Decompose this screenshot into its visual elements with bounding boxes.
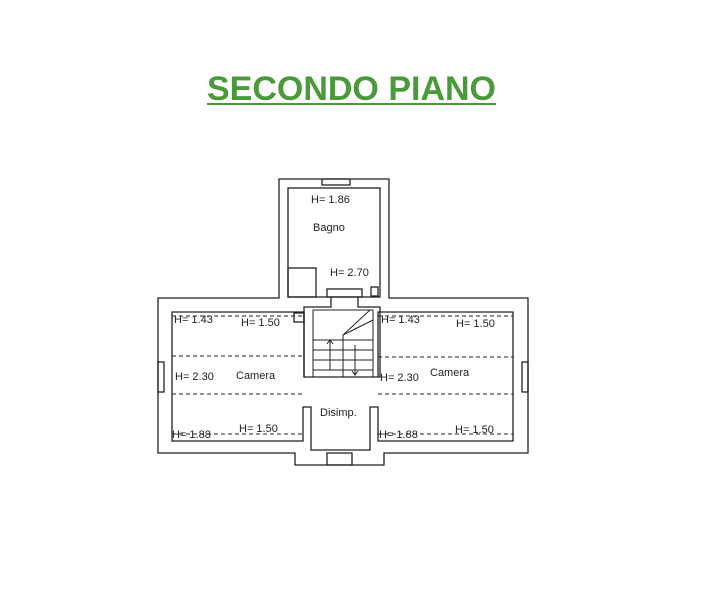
camera-left-h-br: H= 1.50 xyxy=(239,423,278,435)
camera-right-h-bl: H= 1.88 xyxy=(379,429,418,441)
stair-up-arrow-icon xyxy=(326,339,334,345)
staircase xyxy=(312,309,374,378)
bagno-window xyxy=(321,178,351,186)
window-bottom xyxy=(326,452,353,466)
outer-wall xyxy=(157,178,529,466)
page-title: SECONDO PIANO xyxy=(206,70,497,108)
camera-left-h-tr: H= 1.50 xyxy=(241,317,280,329)
window-left xyxy=(157,361,165,393)
bagno-label: Bagno xyxy=(313,222,345,234)
camera-right-h-tr: H= 1.50 xyxy=(456,318,495,330)
camera-left-h-bl: H= 1.88 xyxy=(172,429,211,441)
disimp-label: Disimp. xyxy=(320,407,357,419)
bagno-fixture xyxy=(287,267,317,298)
camera-left-h-tl: H= 1.43 xyxy=(174,314,213,326)
bagno-vent xyxy=(370,286,379,297)
camera-right-h-mid: H= 2.30 xyxy=(380,372,419,384)
camera-left-label: Camera xyxy=(236,370,276,382)
camera-right-label: Camera xyxy=(430,367,470,379)
stair-down-arrow-icon xyxy=(351,370,359,376)
bagno-door xyxy=(326,288,363,298)
bagno-h-top: H= 1.86 xyxy=(311,194,350,206)
camera-walls xyxy=(171,311,514,451)
slope-lines xyxy=(172,315,513,435)
bagno-h-low: H= 2.70 xyxy=(330,267,369,279)
camera-right-h-tl: H= 1.43 xyxy=(381,314,420,326)
stair-walls xyxy=(303,297,381,378)
camera-right-h-br: H= 1.50 xyxy=(455,424,494,436)
camera-left-h-mid: H= 2.30 xyxy=(175,371,214,383)
vent xyxy=(293,312,305,323)
window-right xyxy=(521,361,529,393)
